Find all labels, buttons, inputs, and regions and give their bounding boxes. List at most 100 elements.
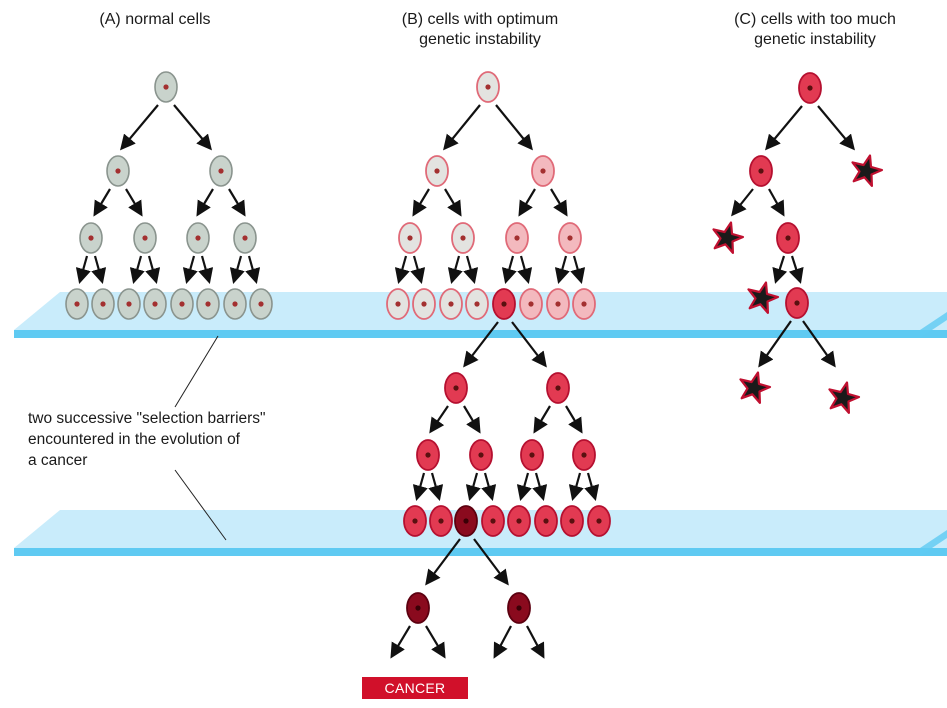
cell	[469, 439, 493, 471]
dead-cell	[828, 381, 861, 414]
cell	[444, 372, 468, 404]
arrow	[731, 188, 754, 217]
cell-nucleus	[152, 301, 158, 307]
selection-barrier-label: two successive "selection barriers" enco…	[28, 408, 388, 471]
cell-nucleus	[540, 168, 546, 174]
cell	[465, 288, 489, 320]
cell	[416, 439, 440, 471]
cell-nucleus	[415, 605, 421, 611]
cell	[519, 288, 543, 320]
arrow	[198, 255, 214, 284]
dead-cell	[851, 154, 884, 187]
cell-nucleus	[232, 301, 238, 307]
arrow	[533, 405, 551, 434]
leader-line-barrier-2	[174, 469, 227, 541]
cell	[223, 288, 247, 320]
arrow	[788, 255, 804, 284]
arrow	[425, 538, 461, 586]
cell	[186, 222, 210, 254]
cell	[451, 222, 475, 254]
arrow	[444, 188, 462, 217]
cell-nucleus	[179, 301, 185, 307]
cell	[572, 288, 596, 320]
cell-nucleus	[126, 301, 132, 307]
cell	[454, 505, 478, 537]
label-leader-lines	[174, 335, 227, 541]
arrow	[463, 255, 479, 284]
cell	[534, 505, 558, 537]
arrow	[443, 104, 481, 151]
cell	[507, 592, 531, 624]
cell-nucleus	[516, 518, 522, 524]
cell-nucleus	[807, 85, 813, 91]
arrow	[554, 255, 570, 284]
cell-nucleus	[460, 235, 466, 241]
dead-cell	[712, 221, 745, 254]
cell-nucleus	[567, 235, 573, 241]
cell-nucleus	[395, 301, 401, 307]
cell-nucleus	[555, 385, 561, 391]
cell-nucleus	[407, 235, 413, 241]
cell-nucleus	[516, 605, 522, 611]
cell	[406, 592, 430, 624]
panel-c-title-line: (C) cells with too much	[734, 11, 896, 28]
cell	[558, 222, 582, 254]
arrow	[765, 105, 803, 151]
cell-nucleus	[485, 84, 491, 90]
arrow	[532, 472, 548, 501]
cell-nucleus	[438, 518, 444, 524]
cell	[209, 155, 233, 187]
cell-nucleus	[205, 301, 211, 307]
panel-b-title: (B) cells with optimum genetic instabili…	[360, 10, 600, 50]
leader-line-barrier-1	[174, 335, 219, 408]
barrier-side-edge	[920, 530, 947, 556]
barrier-label-line: two successive "selection barriers"	[28, 410, 266, 427]
cell	[412, 288, 436, 320]
cell	[785, 287, 809, 319]
cell-nucleus	[543, 518, 549, 524]
cell-nucleus	[412, 518, 418, 524]
arrow	[412, 472, 428, 501]
dead-cell	[747, 281, 780, 314]
cell-nucleus	[434, 168, 440, 174]
arrow	[425, 625, 446, 659]
arrow	[173, 104, 212, 151]
arrow	[517, 255, 533, 284]
cell	[143, 288, 167, 320]
arrow	[125, 188, 143, 217]
arrow	[495, 104, 533, 151]
cell-nucleus	[448, 301, 454, 307]
arrow	[584, 472, 600, 501]
barrier-front-edge	[14, 330, 947, 338]
cell-nucleus	[425, 452, 431, 458]
arrow	[473, 538, 509, 586]
cell-nucleus	[242, 235, 248, 241]
panel-a-title: (A) normal cells	[60, 10, 250, 30]
cell	[133, 222, 157, 254]
cell-nucleus	[453, 385, 459, 391]
cell-nucleus	[142, 235, 148, 241]
cell-nucleus	[785, 235, 791, 241]
cell-nucleus	[100, 301, 106, 307]
arrow	[463, 321, 499, 368]
cell	[439, 288, 463, 320]
arrow	[245, 255, 261, 284]
arrow	[120, 104, 159, 151]
cell	[492, 288, 516, 320]
cell	[507, 505, 531, 537]
arrow	[465, 472, 481, 501]
cell-nucleus	[581, 301, 587, 307]
panel-b-title-line: (B) cells with optimum	[401, 11, 559, 28]
arrow	[412, 188, 430, 217]
panel-b-title-line: genetic instability	[419, 31, 541, 48]
arrow	[565, 405, 583, 434]
cell	[79, 222, 103, 254]
arrow	[817, 105, 855, 151]
cell	[560, 505, 584, 537]
barrier-front-edge	[14, 548, 947, 556]
arrow	[501, 255, 517, 284]
cell-nucleus	[555, 301, 561, 307]
cell	[531, 155, 555, 187]
arrow	[802, 320, 836, 368]
